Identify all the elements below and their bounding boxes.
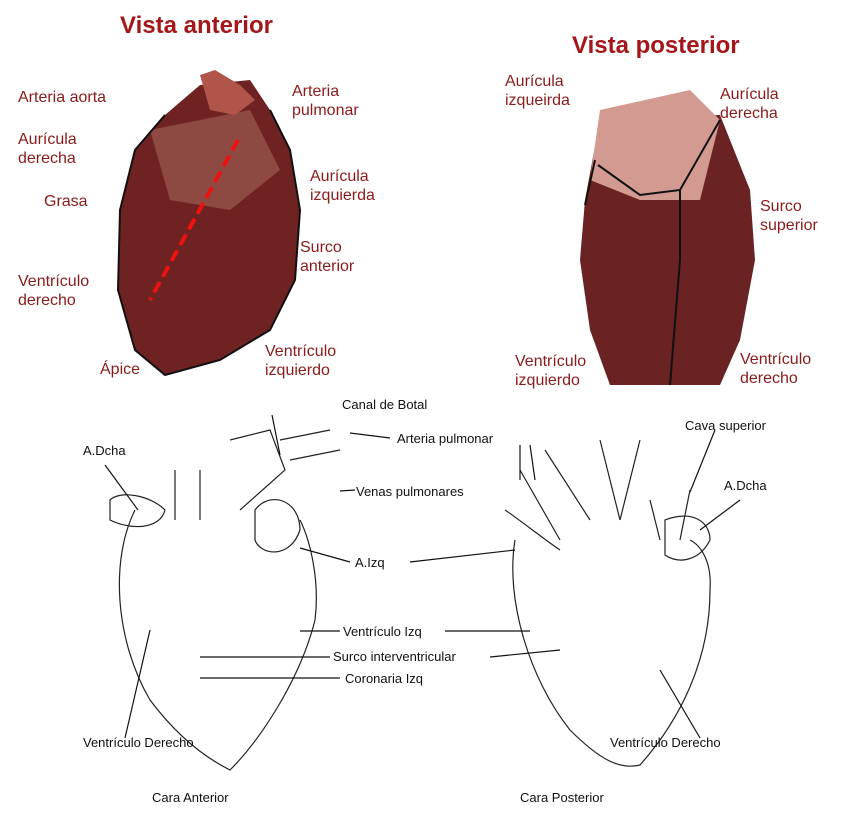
label-line: Surco bbox=[760, 198, 802, 215]
label-post-ventriculo-izquierdo: Ventrículo izquierdo bbox=[515, 352, 586, 390]
label-post-surco-superior: Surco superior bbox=[760, 197, 818, 235]
label-line: Aurícula bbox=[505, 73, 564, 90]
label-arteria-aorta: Arteria aorta bbox=[18, 89, 107, 106]
label-ventriculo-izq: Ventrículo Izq bbox=[343, 624, 422, 639]
label-line: izquierda bbox=[310, 187, 375, 204]
label-ventriculo-izquierdo: Ventrículo izquierdo bbox=[265, 342, 336, 380]
label-line: Ventrículo bbox=[265, 343, 337, 360]
label-arteria-pulmonar: Arteria pulmonar bbox=[292, 82, 359, 120]
label-apice: Ápice bbox=[100, 361, 141, 378]
label-canal-botal: Canal de Botal bbox=[342, 397, 428, 412]
label-line: Ventrículo bbox=[18, 273, 90, 290]
label-line: izquierdo bbox=[515, 372, 580, 389]
label-line: derecha bbox=[18, 150, 76, 167]
label-auricula-izquierda: Aurícula izquierda bbox=[310, 167, 375, 205]
label-ventriculo-derecho-left: Ventrículo Derecho bbox=[83, 735, 194, 750]
label-line: anterior bbox=[300, 258, 355, 275]
label-cava-superior: Cava superior bbox=[685, 418, 766, 433]
label-line: derecho bbox=[18, 292, 76, 309]
label-line: izquierdo bbox=[265, 362, 330, 379]
label-line: izqueirda bbox=[505, 92, 570, 109]
label-auricula-derecha: Aurícula derecha bbox=[18, 130, 77, 168]
label-arteria-pulmonar: Arteria pulmonar bbox=[397, 431, 494, 446]
label-grasa: Grasa bbox=[44, 193, 88, 210]
label-line: derecha bbox=[720, 105, 778, 122]
label-line: Aurícula bbox=[720, 86, 779, 103]
label-line: pulmonar bbox=[292, 102, 359, 119]
label-surco-interventricular: Surco interventricular bbox=[333, 649, 456, 664]
label-a-izq: A.Izq bbox=[355, 555, 385, 570]
label-venas-pulmonares: Venas pulmonares bbox=[356, 484, 464, 499]
annotation-arrows bbox=[104, 414, 741, 739]
vista-anterior-title: Vista anterior bbox=[120, 12, 273, 39]
label-line: Aurícula bbox=[18, 131, 77, 148]
label-ventriculo-derecho-right: Ventrículo Derecho bbox=[610, 735, 721, 750]
label-line: derecho bbox=[740, 370, 798, 387]
label-line: superior bbox=[760, 217, 818, 234]
label-line: Aurícula bbox=[310, 168, 369, 185]
vista-posterior-title: Vista posterior bbox=[572, 32, 740, 59]
label-post-auricula-izquierda: Aurícula izqueirda bbox=[505, 72, 570, 110]
label-line: Ventrículo bbox=[740, 351, 812, 368]
line-drawings bbox=[109, 429, 711, 771]
label-ventriculo-derecho: Ventrículo derecho bbox=[18, 272, 89, 310]
caption-cara-posterior: Cara Posterior bbox=[520, 790, 604, 805]
label-line: Surco bbox=[300, 239, 342, 256]
label-a-dcha-left: A.Dcha bbox=[83, 443, 126, 458]
label-line: Ventrículo bbox=[515, 353, 587, 370]
label-line: Arteria bbox=[292, 83, 340, 100]
label-post-ventriculo-derecho: Ventrículo derecho bbox=[740, 350, 811, 388]
label-coronaria-izq: Coronaria Izq bbox=[345, 671, 424, 686]
label-surco-anterior: Surco anterior bbox=[300, 238, 354, 276]
label-a-dcha-right: A.Dcha bbox=[724, 478, 767, 493]
posterior-heart-photo bbox=[580, 90, 755, 386]
caption-cara-anterior: Cara Anterior bbox=[152, 790, 229, 805]
label-post-auricula-derecha: Aurícula derecha bbox=[720, 85, 779, 123]
anterior-heart-photo bbox=[116, 70, 302, 377]
